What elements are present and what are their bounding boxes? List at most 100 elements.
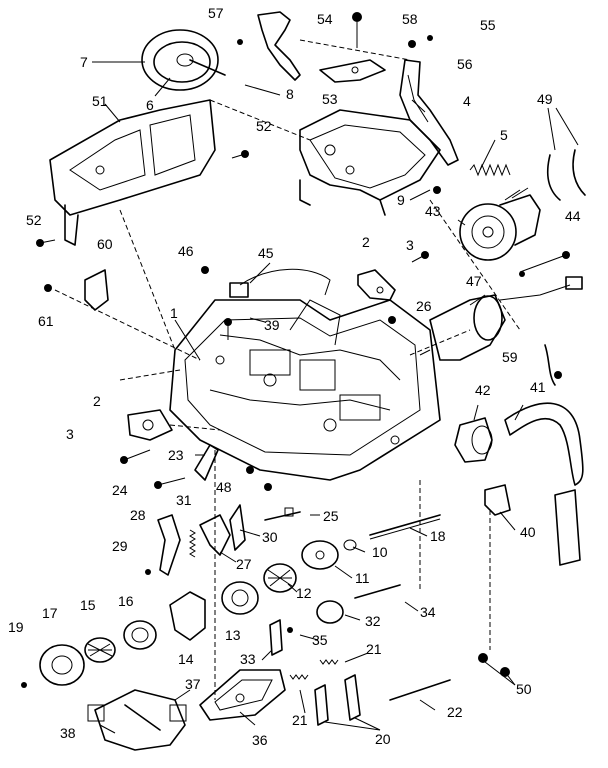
callout-29: 29 — [112, 538, 128, 554]
callout-54: 54 — [317, 11, 333, 27]
gear-11 — [301, 540, 339, 570]
callout-labels: 1 2 2 3 3 4 5 6 7 8 9 10 11 12 13 14 15 … — [8, 5, 581, 748]
callout-42: 42 — [475, 382, 491, 398]
bracket-60 — [84, 269, 109, 311]
cam-2-right — [357, 269, 396, 301]
callout-3: 3 — [406, 237, 414, 253]
callout-3: 3 — [66, 426, 74, 442]
callout-45: 45 — [258, 245, 274, 261]
callout-56: 56 — [457, 56, 473, 72]
callout-10: 10 — [372, 544, 388, 560]
callout-7: 7 — [80, 54, 88, 70]
belt-41 — [504, 402, 584, 566]
callout-21: 21 — [292, 712, 308, 728]
bushing-16 — [123, 620, 157, 650]
callout-9: 9 — [397, 192, 405, 208]
callout-30: 30 — [262, 529, 278, 545]
callout-21: 21 — [366, 641, 382, 657]
callout-43: 43 — [425, 203, 441, 219]
callout-59: 59 — [502, 349, 518, 365]
callout-60: 60 — [97, 236, 113, 252]
callout-37: 37 — [185, 676, 201, 692]
callout-17: 17 — [42, 605, 58, 621]
callout-23: 23 — [168, 447, 184, 463]
callout-32: 32 — [365, 613, 381, 629]
callout-16: 16 — [118, 593, 134, 609]
pulley-7 — [141, 29, 226, 91]
callout-38: 38 — [60, 725, 76, 741]
arm-54 — [257, 11, 301, 81]
gear-42 — [454, 417, 493, 463]
callout-2: 2 — [362, 234, 370, 250]
shaft-25 — [264, 507, 301, 521]
lever-4 — [399, 59, 459, 166]
cam-2-left — [127, 409, 173, 441]
callout-44: 44 — [565, 208, 581, 224]
callout-18: 18 — [430, 528, 446, 544]
callout-50: 50 — [516, 681, 532, 697]
hardware-screws — [21, 12, 570, 688]
callout-51: 51 — [92, 93, 108, 109]
callout-57: 57 — [208, 5, 224, 21]
main-chassis — [169, 299, 441, 481]
callout-58: 58 — [402, 11, 418, 27]
callout-53: 53 — [322, 91, 338, 107]
leader-lines — [92, 61, 579, 734]
reel-14 — [169, 591, 206, 641]
callout-19: 19 — [8, 619, 24, 635]
callout-28: 28 — [130, 507, 146, 523]
callout-39: 39 — [264, 317, 280, 333]
callout-24: 24 — [112, 482, 128, 498]
shaft-22 — [389, 679, 451, 701]
callout-36: 36 — [252, 732, 268, 748]
callout-47: 47 — [466, 273, 482, 289]
shaft-34 — [354, 584, 401, 599]
arm-23 — [194, 444, 219, 481]
spring-12 — [263, 563, 297, 593]
callout-35: 35 — [312, 632, 328, 648]
cable-59 — [544, 344, 556, 386]
callout-8: 8 — [286, 86, 294, 102]
callout-11: 11 — [355, 570, 370, 586]
callout-1: 1 — [170, 305, 178, 321]
callout-2: 2 — [93, 393, 101, 409]
cable-49 — [546, 149, 586, 201]
callout-52: 52 — [26, 212, 42, 228]
callout-40: 40 — [520, 524, 536, 540]
bracket-37-38 — [87, 689, 187, 751]
callout-4: 4 — [463, 93, 471, 109]
callout-46: 46 — [178, 243, 194, 259]
upper-bracket — [299, 109, 441, 216]
reel-17 — [39, 644, 85, 686]
base-plate-36 — [199, 669, 286, 721]
motor-47 — [419, 276, 583, 361]
callout-31: 31 — [176, 492, 192, 508]
callout-49: 49 — [537, 91, 553, 107]
callout-6: 6 — [146, 97, 154, 113]
lever-30 — [229, 504, 246, 551]
bracket-53 — [319, 59, 386, 83]
bracket-40 — [484, 484, 511, 516]
cable-45 — [229, 268, 331, 298]
callout-33: 33 — [240, 651, 256, 667]
spring-5 — [469, 163, 511, 177]
callout-41: 41 — [530, 379, 546, 395]
callout-48: 48 — [216, 479, 232, 495]
washer-10 — [343, 539, 357, 551]
callout-12: 12 — [296, 585, 312, 601]
spring-31 — [189, 529, 196, 558]
lever-27 — [199, 514, 231, 556]
spring-15 — [84, 637, 116, 663]
callout-61: 61 — [38, 313, 54, 329]
callout-22: 22 — [447, 704, 463, 720]
gear-32 — [316, 600, 344, 624]
callout-55: 55 — [480, 17, 496, 33]
callout-25: 25 — [323, 508, 339, 524]
motor-43 — [459, 187, 541, 261]
levers-20-21 — [289, 659, 361, 726]
assembly-lines — [54, 39, 521, 700]
callout-13: 13 — [225, 627, 241, 643]
bracket-33-35 — [269, 619, 283, 656]
side-frame-51 — [49, 99, 216, 246]
